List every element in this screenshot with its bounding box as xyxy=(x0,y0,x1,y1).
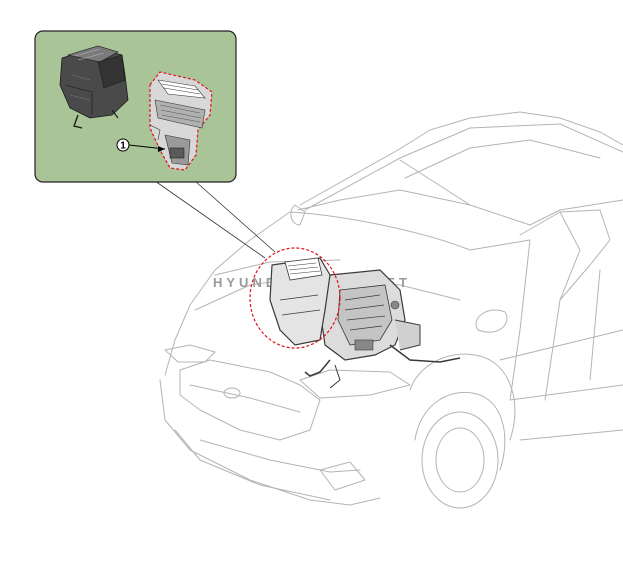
blower-housing-detail xyxy=(149,71,213,171)
leader-lines xyxy=(154,180,276,259)
blower-unit-icon xyxy=(59,45,129,129)
detail-inset: 1 xyxy=(34,30,237,183)
callout-number: 1 xyxy=(120,141,126,152)
car-outline-icon xyxy=(159,111,623,509)
hvac-unit-icon xyxy=(269,257,461,389)
callout-1: 1 xyxy=(116,138,166,152)
watermark-left: HYUND xyxy=(213,275,279,290)
highlight-circle xyxy=(249,247,341,349)
